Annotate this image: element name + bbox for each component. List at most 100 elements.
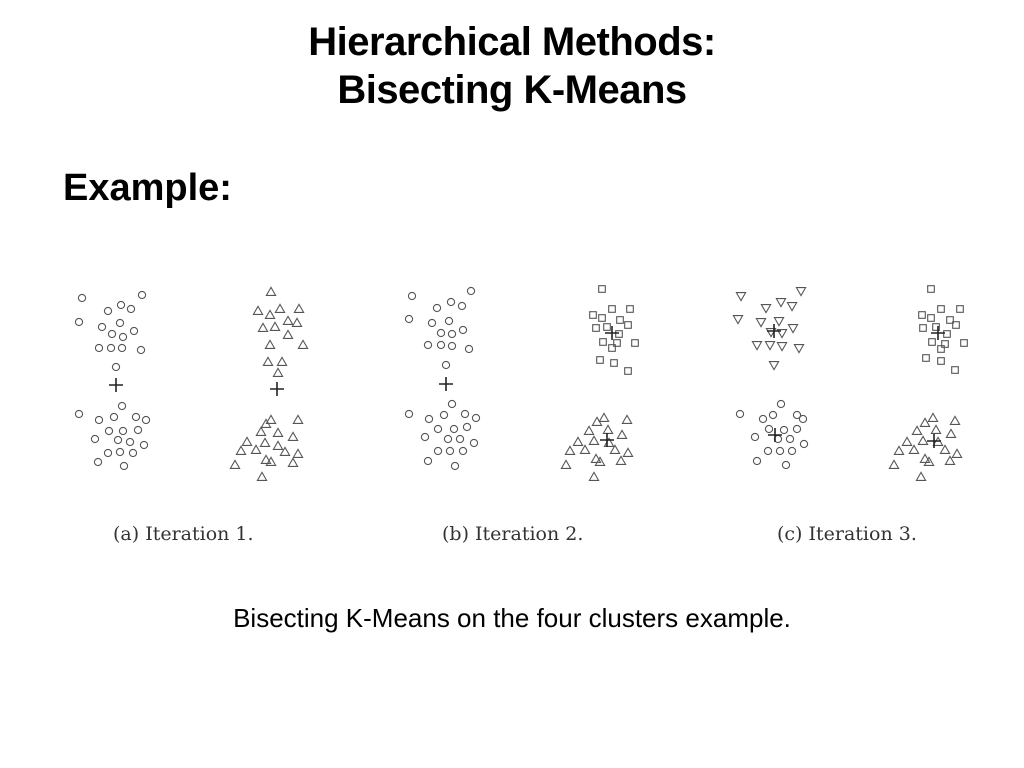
square-point <box>928 338 936 346</box>
triangle-up-point <box>260 418 272 428</box>
circle-point <box>119 461 129 471</box>
centroid-plus-marker <box>109 378 123 392</box>
circle-point <box>115 447 125 457</box>
triangle-down-point <box>776 342 788 352</box>
triangle-up-point <box>888 459 900 469</box>
square-point <box>956 305 964 313</box>
triangle-up-point <box>264 339 276 349</box>
triangle-up-point <box>265 456 277 466</box>
circle-point <box>407 291 417 301</box>
triangle-up-point <box>911 425 923 435</box>
circle-point <box>126 304 136 314</box>
triangle-up-point <box>609 444 621 454</box>
triangle-up-point <box>944 455 956 465</box>
square-point <box>960 339 968 347</box>
centroid-plus-marker <box>767 324 781 338</box>
centroid-plus-marker <box>439 377 453 391</box>
circle-point <box>94 343 104 353</box>
circle-point <box>787 446 797 456</box>
circle-point <box>758 414 768 424</box>
circle-point <box>443 434 453 444</box>
triangle-down-point <box>760 304 772 314</box>
circle-point <box>74 317 84 327</box>
centroid-plus-marker <box>605 326 619 340</box>
circle-point <box>116 300 126 310</box>
triangle-up-point <box>951 448 963 458</box>
triangle-up-point <box>255 426 267 436</box>
circle-point <box>462 422 472 432</box>
triangle-up-point <box>276 356 288 366</box>
centroid-plus-marker <box>927 434 941 448</box>
slide-title: Hierarchical Methods: Bisecting K-Means <box>0 18 1024 114</box>
square-point <box>608 305 616 313</box>
triangle-up-point <box>272 427 284 437</box>
circle-point <box>799 439 809 449</box>
triangle-up-point <box>291 317 303 327</box>
circle-point <box>457 301 467 311</box>
triangle-up-point <box>265 414 277 424</box>
circle-point <box>464 344 474 354</box>
square-point <box>952 321 960 329</box>
circle-point <box>446 297 456 307</box>
square-point <box>937 357 945 365</box>
circle-point <box>752 456 762 466</box>
square-point <box>608 344 616 352</box>
square-point <box>922 354 930 362</box>
circle-point <box>136 345 146 355</box>
triangle-up-point <box>919 453 931 463</box>
triangle-up-point <box>279 446 291 456</box>
circle-point <box>436 340 446 350</box>
centroid-plus-marker <box>931 326 945 340</box>
circle-point <box>103 448 113 458</box>
circle-point <box>404 314 414 324</box>
circle-point <box>792 410 802 420</box>
square-point <box>919 324 927 332</box>
triangle-up-point <box>264 309 276 319</box>
circle-point <box>107 329 117 339</box>
circle-point <box>139 440 149 450</box>
triangle-up-point <box>241 436 253 446</box>
circle-point <box>455 434 465 444</box>
triangle-up-point <box>919 417 931 427</box>
square-point <box>932 323 940 331</box>
square-point <box>610 359 618 367</box>
triangle-up-point <box>588 471 600 481</box>
triangle-down-point <box>768 361 780 371</box>
triangle-up-point <box>272 367 284 377</box>
circle-point <box>432 303 442 313</box>
circle-point <box>763 446 773 456</box>
circle-point <box>447 341 457 351</box>
circle-point <box>447 329 457 339</box>
title-line-2: Bisecting K-Means <box>337 68 687 112</box>
circle-point <box>449 424 459 434</box>
circle-point <box>113 435 123 445</box>
square-point <box>616 316 624 324</box>
panel-c-caption: (c) Iteration 3. <box>777 523 917 545</box>
circle-point <box>133 425 143 435</box>
square-point <box>598 285 606 293</box>
square-point <box>596 356 604 364</box>
circle-point <box>768 410 778 420</box>
triangle-up-point <box>923 456 935 466</box>
circle-point <box>466 286 476 296</box>
circle-point <box>447 399 457 409</box>
triangle-up-point <box>297 339 309 349</box>
triangle-down-point <box>751 341 763 351</box>
circle-point <box>97 322 107 332</box>
circle-point <box>764 424 774 434</box>
title-line-1: Hierarchical Methods: <box>308 20 716 64</box>
circle-point <box>420 432 430 442</box>
circle-point <box>111 362 121 372</box>
circle-point <box>118 426 128 436</box>
circle-point <box>129 326 139 336</box>
centroid-plus-marker <box>270 382 284 396</box>
square-point <box>941 340 949 348</box>
circle-point <box>779 425 789 435</box>
triangle-down-point <box>776 329 788 339</box>
circle-point <box>458 325 468 335</box>
triangle-up-point <box>616 429 628 439</box>
triangle-up-point <box>293 303 305 313</box>
triangle-up-point <box>250 444 262 454</box>
triangle-up-point <box>621 414 633 424</box>
square-point <box>937 305 945 313</box>
